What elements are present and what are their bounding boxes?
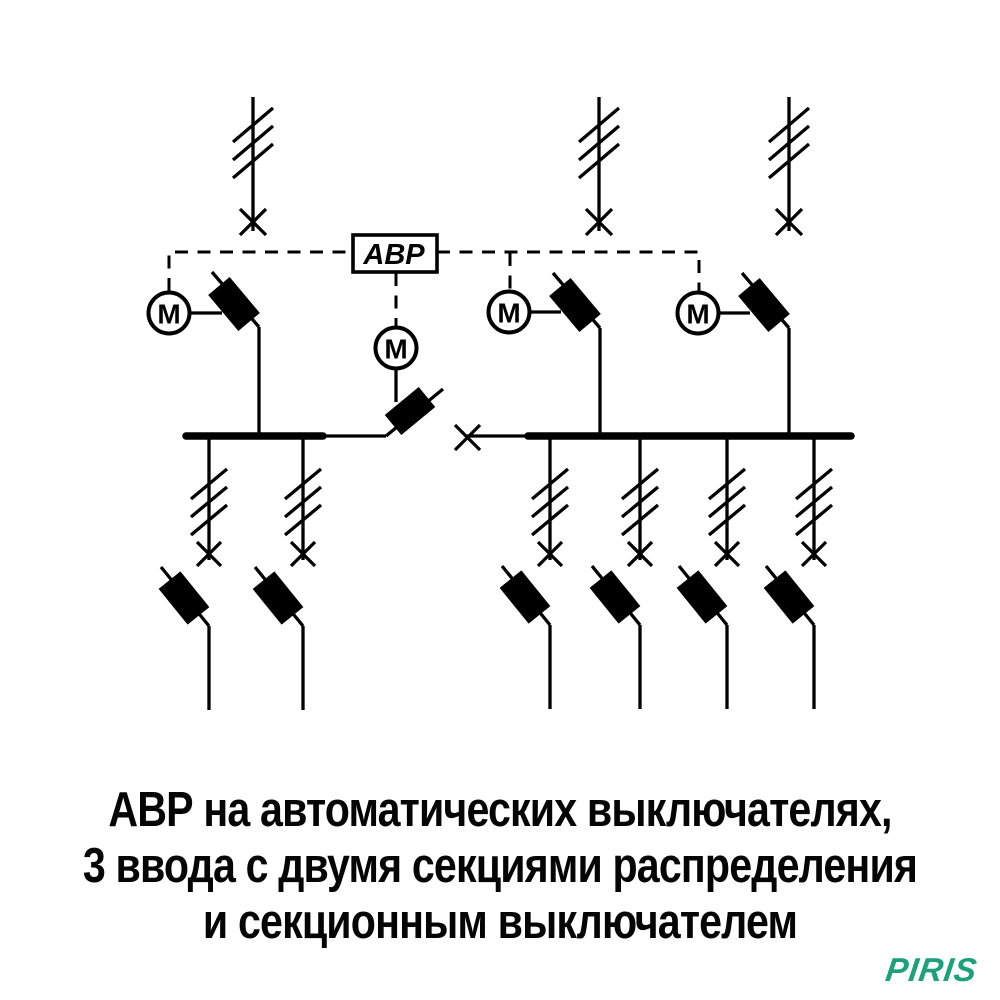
motor-circle-icon <box>373 325 419 371</box>
motor-drive-input-2: М <box>486 289 561 335</box>
outgoing-breaker <box>587 564 643 711</box>
input-feeder-line-2 <box>577 95 621 237</box>
motor-circle-icon <box>675 290 721 336</box>
caption-line-3: и секционным выключателем <box>202 895 798 949</box>
caption-line-1: АВР на автоматических выключателях, <box>108 783 892 837</box>
outgoing-feeder-line <box>794 434 834 568</box>
motor-circle-icon <box>146 290 192 336</box>
motor-drive-section-breaker: М <box>373 325 419 402</box>
motor-label: М <box>686 299 709 330</box>
outgoing-breaker <box>250 565 306 712</box>
motor-circle-icon <box>486 289 532 335</box>
input-breaker-3 <box>736 271 792 438</box>
input-breaker-2 <box>547 271 603 438</box>
caption-line-2: 3 ввода с двумя секциями распределения <box>82 839 918 893</box>
outgoing-feeder-line <box>530 434 570 568</box>
caption: АВР на автоматических выключателях, 3 вв… <box>0 782 1000 950</box>
outgoing-feeder-line <box>620 434 660 568</box>
avr-box: АВР <box>351 233 439 274</box>
avr-control-line-left <box>167 250 353 291</box>
outgoing-breaker <box>156 565 212 712</box>
motor-label: М <box>497 298 520 329</box>
outgoing-breaker <box>674 564 730 711</box>
outgoing-feeder-line <box>283 434 323 568</box>
input-breaker-1 <box>206 270 262 437</box>
motor-drive-input-3: М <box>675 290 750 336</box>
outgoing-feeder-line <box>189 434 229 568</box>
piris-logo: PIRIS <box>883 951 980 988</box>
avr-box-label: АВР <box>362 239 425 271</box>
outgoing-breaker <box>497 564 553 711</box>
input-feeder-line-3 <box>767 95 811 237</box>
motor-drive-input-1: М <box>146 290 222 336</box>
section-breaker <box>384 386 482 452</box>
outgoing-breaker <box>761 564 817 711</box>
outgoing-feeder-line <box>707 434 747 568</box>
input-feeder-line-1 <box>231 95 275 237</box>
motor-label: М <box>384 334 407 365</box>
motor-label: М <box>157 299 180 330</box>
